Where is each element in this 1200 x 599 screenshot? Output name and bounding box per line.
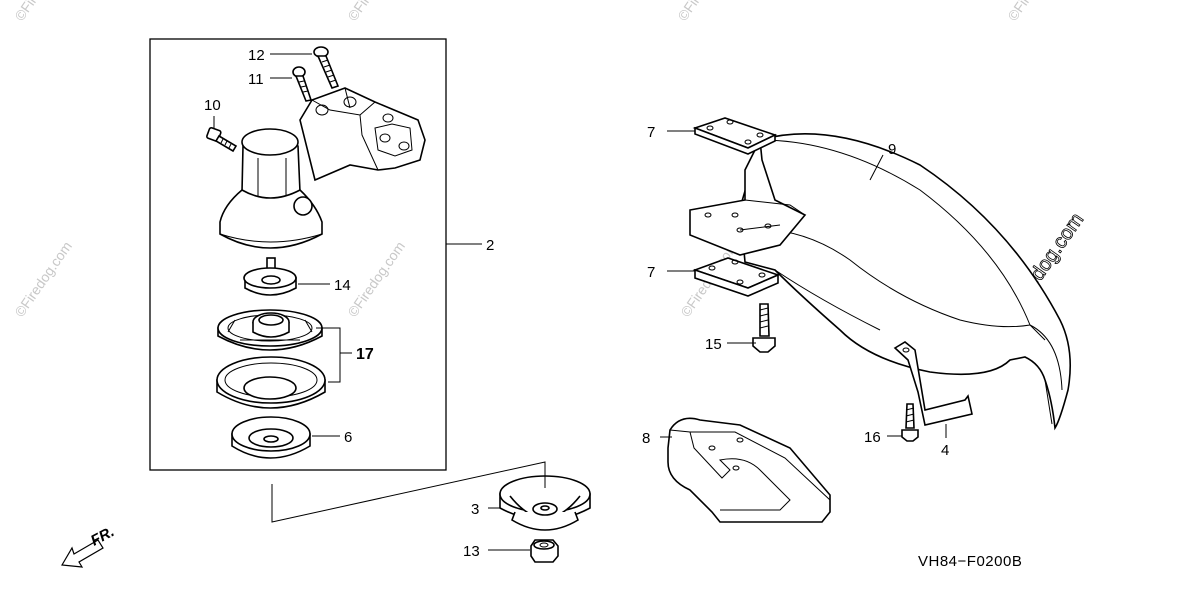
part-17-cup-upper xyxy=(217,309,323,351)
callouts: 12 11 10 2 14 17 6 3 13 7 7 9 15 16 4 8 xyxy=(204,47,949,560)
callout-7-upper: 7 xyxy=(647,124,655,141)
callout-12: 12 xyxy=(248,47,265,64)
part-8-pad xyxy=(667,417,831,523)
watermark-top-2: ©Firedog.com xyxy=(344,0,408,24)
part-6-cup xyxy=(231,416,311,459)
callout-16: 16 xyxy=(864,429,881,446)
part-7-plate-upper xyxy=(692,117,778,155)
part-7-plate-lower xyxy=(692,257,781,297)
callout-13: 13 xyxy=(463,543,480,560)
part-10-bolt xyxy=(206,127,238,153)
part-11-bolt xyxy=(292,66,313,102)
callout-11: 11 xyxy=(248,71,264,88)
callout-6: 6 xyxy=(344,429,352,446)
watermark-mid-2: ©Firedog.com xyxy=(344,238,408,319)
part-2-gear-case xyxy=(219,87,426,249)
callout-17: 17 xyxy=(356,346,374,363)
watermark-mid-1: ©Firedog.com xyxy=(11,238,75,319)
part-9-guard xyxy=(689,133,1072,431)
part-13-nut xyxy=(530,539,559,563)
callout-10: 10 xyxy=(204,97,221,114)
front-arrow-icon xyxy=(61,539,104,568)
part-17-cup-lower xyxy=(216,356,326,409)
callout-4: 4 xyxy=(941,442,949,459)
watermark-top-3: ©Firedog.com xyxy=(674,0,738,24)
part-3-cup xyxy=(499,475,591,531)
diagram-code: VH84−F0200B xyxy=(918,553,1022,570)
callout-2: 2 xyxy=(486,237,494,254)
callout-3: 3 xyxy=(471,501,479,518)
callout-14: 14 xyxy=(334,277,351,294)
callout-15: 15 xyxy=(705,336,722,353)
watermark-top-4: ©Firedog.com xyxy=(1004,0,1068,24)
gear-case-assembly-frame xyxy=(149,38,447,471)
leader-lines xyxy=(213,53,947,551)
callout-8: 8 xyxy=(642,430,650,447)
front-indicator: FR. xyxy=(61,523,117,568)
part-12-bolt xyxy=(313,46,340,89)
part-14-washer xyxy=(243,257,297,296)
part-4-bracket xyxy=(893,341,973,426)
callout-9: 9 xyxy=(888,141,896,158)
callout-7-lower: 7 xyxy=(647,264,655,281)
part-15-bolt xyxy=(752,303,776,353)
watermark-top-1: ©Firedog.com xyxy=(11,0,75,24)
part-16-screw xyxy=(901,403,919,442)
